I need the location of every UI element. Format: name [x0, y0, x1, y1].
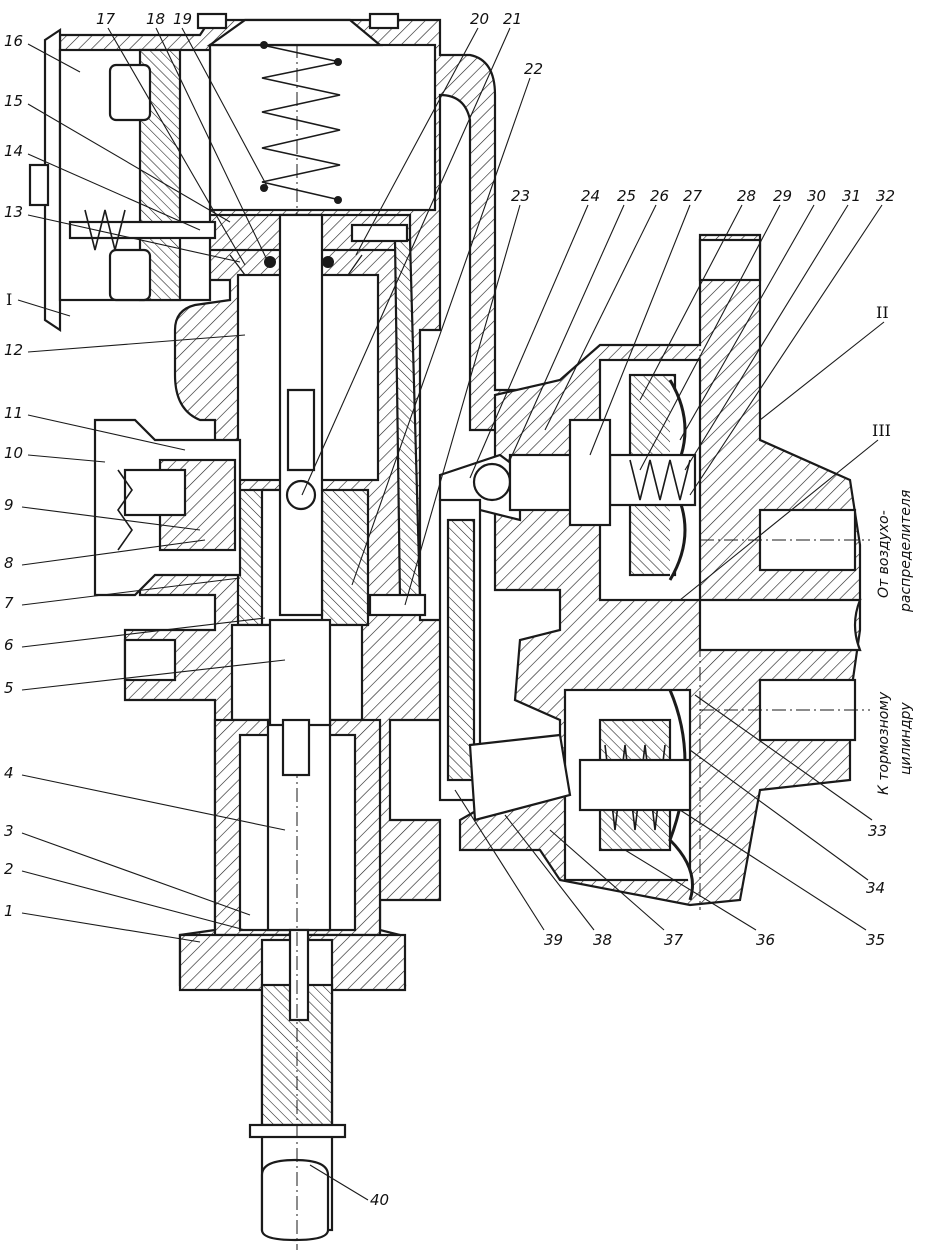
- callout-17: 17: [96, 10, 116, 28]
- linkage: [350, 223, 427, 617]
- callout-38: 38: [593, 931, 612, 949]
- callout-34: 34: [866, 879, 885, 897]
- callout-33: 33: [868, 822, 887, 840]
- callout-7: 7: [4, 594, 14, 612]
- section-mark-III: III: [872, 421, 891, 440]
- callout-21: 21: [503, 10, 522, 28]
- port-note-to-cylinder-2: цилиндру: [898, 702, 914, 775]
- callout-layer: 16 15 14 13 I 12 11 10 9 8 7 6 5 4 3 2 1: [4, 10, 914, 1209]
- callout-20: 20: [470, 10, 489, 28]
- callout-32: 32: [876, 187, 895, 205]
- callout-6: 6: [4, 636, 14, 654]
- callout-8: 8: [4, 554, 14, 572]
- callout-15: 15: [4, 92, 23, 110]
- port-note-from-distributor-2: распределителя: [898, 490, 914, 613]
- callout-27: 27: [683, 187, 703, 205]
- callout-37: 37: [664, 931, 684, 949]
- callout-3: 3: [4, 822, 14, 840]
- callout-26: 26: [650, 187, 669, 205]
- callout-25: 25: [617, 187, 636, 205]
- callout-12: 12: [4, 341, 23, 359]
- callout-39: 39: [544, 931, 563, 949]
- callout-1: 1: [4, 902, 14, 920]
- callout-10: 10: [4, 444, 23, 462]
- callout-4: 4: [4, 764, 14, 782]
- callout-19: 19: [173, 10, 192, 28]
- callout-13: 13: [4, 203, 23, 221]
- callout-30: 30: [807, 187, 826, 205]
- port-note-to-cylinder-1: К тормозному: [876, 691, 892, 795]
- side-actuator: [28, 27, 242, 682]
- port-note-from-distributor-1: От воздухо-: [876, 510, 892, 598]
- lever: [438, 418, 612, 822]
- callout-22: 22: [524, 60, 543, 78]
- callout-11: 11: [4, 404, 23, 422]
- top-cover: [196, 12, 400, 204]
- callout-2: 2: [4, 860, 14, 878]
- section-mark-I: I: [6, 290, 12, 309]
- callout-35: 35: [866, 931, 885, 949]
- callout-29: 29: [773, 187, 792, 205]
- callout-40: 40: [370, 1191, 389, 1209]
- callout-9: 9: [4, 496, 14, 514]
- section-mark-II: II: [876, 303, 889, 322]
- callout-31: 31: [842, 187, 861, 205]
- callout-16: 16: [4, 32, 23, 50]
- callout-28: 28: [737, 187, 756, 205]
- callout-36: 36: [756, 931, 775, 949]
- callout-18: 18: [146, 10, 165, 28]
- callout-14: 14: [4, 142, 23, 160]
- callout-5: 5: [4, 679, 14, 697]
- callout-24: 24: [581, 187, 600, 205]
- callout-23: 23: [511, 187, 530, 205]
